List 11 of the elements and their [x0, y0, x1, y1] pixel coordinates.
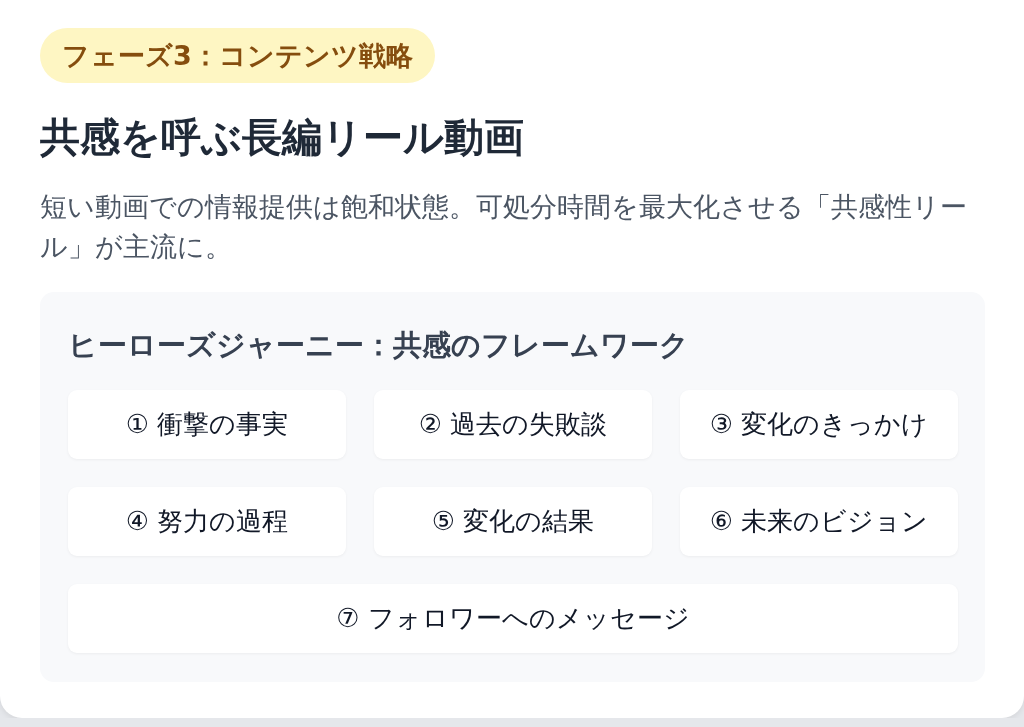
step-label: ⑥ 未来のビジョン [709, 505, 929, 538]
page-title: 共感を呼ぶ長編リール動画 [40, 113, 525, 162]
step-label: ① 衝撃の事実 [125, 408, 289, 441]
panel-heading: ヒーローズジャーニー：共感のフレームワーク [68, 327, 690, 364]
step-label: ③ 変化のきっかけ [709, 408, 929, 441]
step-label: ④ 努力の過程 [125, 505, 289, 538]
step-label: ⑤ 変化の結果 [431, 505, 595, 538]
step-label: ⑦ フォロワーへのメッセージ [336, 602, 690, 635]
step-label: ② 過去の失敗談 [418, 408, 608, 441]
description-text: 短い動画での情報提供は飽和状態。可処分時間を最大化させる「共感性リール」が主流に。 [40, 190, 968, 264]
phase-badge: フェーズ3：コンテンツ戦略 [40, 28, 435, 83]
